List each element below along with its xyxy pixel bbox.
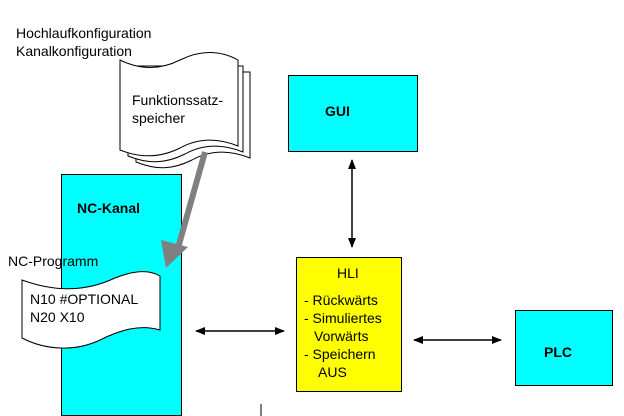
hli-title: HLI	[337, 265, 359, 281]
hli-line-rueckwaerts: - Rückwärts	[304, 292, 378, 308]
hli-line-vorwaerts: Vorwärts	[314, 328, 369, 344]
hli-line-simuliertes: - Simuliertes	[304, 310, 382, 326]
nc-program-document-shape	[21, 271, 161, 349]
gui-box: GUI	[288, 75, 418, 152]
fsp-label-line2: speicher	[132, 110, 185, 126]
gray-arrow-head	[161, 240, 188, 268]
plc-label: PLC	[544, 344, 572, 360]
program-line-1: N10 #OPTIONAL	[30, 291, 139, 307]
program-line-2: N20 X10	[30, 309, 85, 325]
nc-kanal-label: NC-Kanal	[77, 200, 141, 216]
hli-line-aus: AUS	[318, 364, 347, 380]
hli-box: HLI - Rückwärts - Simuliertes Vorwärts -…	[296, 257, 402, 392]
fsp-label-line1: Funktionssatz-	[132, 92, 224, 108]
config-label-hochlauf: Hochlaufkonfiguration	[16, 25, 152, 41]
gui-label: GUI	[325, 103, 350, 119]
plc-box: PLC	[515, 310, 613, 386]
gray-arrow-shaft	[175, 151, 208, 249]
hli-line-speichern: - Speichern	[304, 346, 376, 362]
nc-programm-label: NC-Programm	[8, 253, 99, 269]
function-memory-stack-shape	[119, 52, 251, 169]
config-label-kanal: Kanalkonfiguration	[16, 43, 132, 59]
